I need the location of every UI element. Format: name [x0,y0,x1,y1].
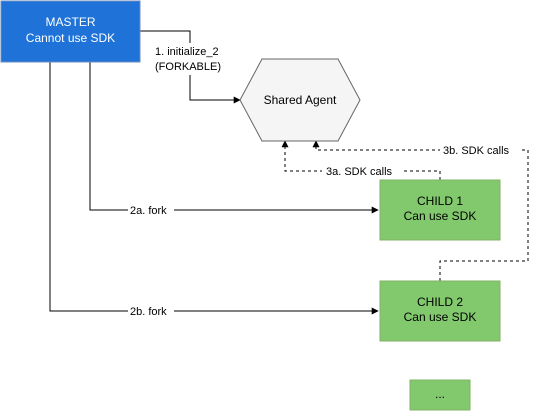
edge-fork-a [89,62,379,214]
edge-sdk-b [312,140,529,281]
node-child-2 [379,280,501,342]
edge-sdk-b-label: 3b. SDK calls [443,145,510,157]
edge-sdk-a-label: 3a. SDK calls [326,166,393,178]
node-more-children-label: ... [435,387,445,401]
edge-initialize-label-line2: (FORKABLE) [155,61,221,73]
node-master-title: MASTER [45,15,95,29]
node-child-2-subtitle: Can use SDK [404,310,477,324]
node-child-1-subtitle: Can use SDK [404,209,477,223]
edge-fork-b [49,62,379,315]
node-master-subtitle: Cannot use SDK [26,31,115,45]
edge-initialize-label-line1: 1. initialize_2 [155,46,219,58]
node-shared-agent-label: Shared Agent [264,93,337,107]
node-child-2-title: CHILD 2 [417,295,463,309]
edge-fork-a-label: 2a. fork [130,205,167,217]
node-more-children [409,379,471,411]
node-shared-agent [239,58,361,142]
node-child-1 [379,179,501,241]
edge-fork-b-label: 2b. fork [130,306,167,318]
node-child-1-title: CHILD 1 [417,194,463,208]
node-master [0,0,141,63]
